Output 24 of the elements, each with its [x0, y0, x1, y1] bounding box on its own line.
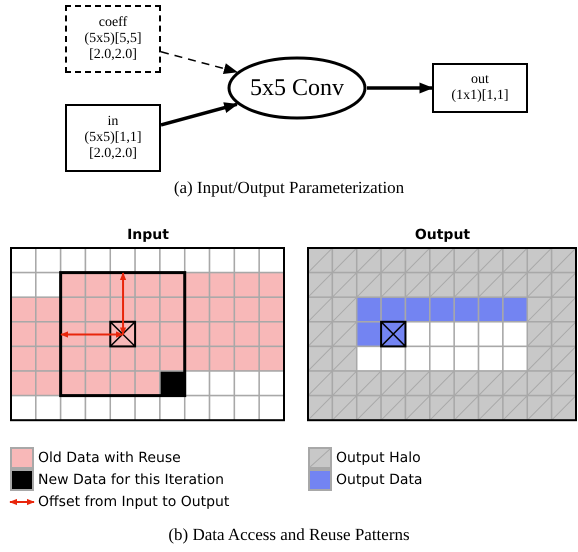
legend-label: Offset from Input to Output [38, 493, 230, 511]
data-name-text: coeff [98, 15, 128, 31]
legend-label: Output Data [336, 471, 423, 489]
output-box [432, 63, 528, 113]
scale-text: [2.0,2.0] [89, 47, 137, 63]
size-text: (5x5)[5,5] [84, 31, 142, 47]
input-box [65, 5, 161, 73]
figure-caption: (a) Input/Output Parameterization [174, 178, 404, 197]
figure-caption: (b) Data Access and Reuse Patterns [168, 525, 410, 544]
arrow [367, 82, 434, 94]
arrow [160, 51, 238, 74]
arrow [160, 102, 238, 127]
panel-title: Input [126, 226, 170, 244]
scale-text: [2.0,2.0] [89, 146, 137, 162]
size-text: (1x1)[1,1] [451, 88, 509, 104]
input-box [65, 104, 161, 172]
legend-label: New Data for this Iteration [38, 471, 224, 489]
data-name-text: out [471, 72, 489, 88]
data-name-text: in [108, 114, 118, 130]
operation-label: 5x5 Conv [248, 74, 345, 102]
panel-title: Output [414, 226, 472, 244]
size-text: (5x5)[1,1] [84, 130, 142, 146]
legend-label: Output Halo [336, 449, 421, 467]
legend-label: Old Data with Reuse [38, 449, 181, 467]
